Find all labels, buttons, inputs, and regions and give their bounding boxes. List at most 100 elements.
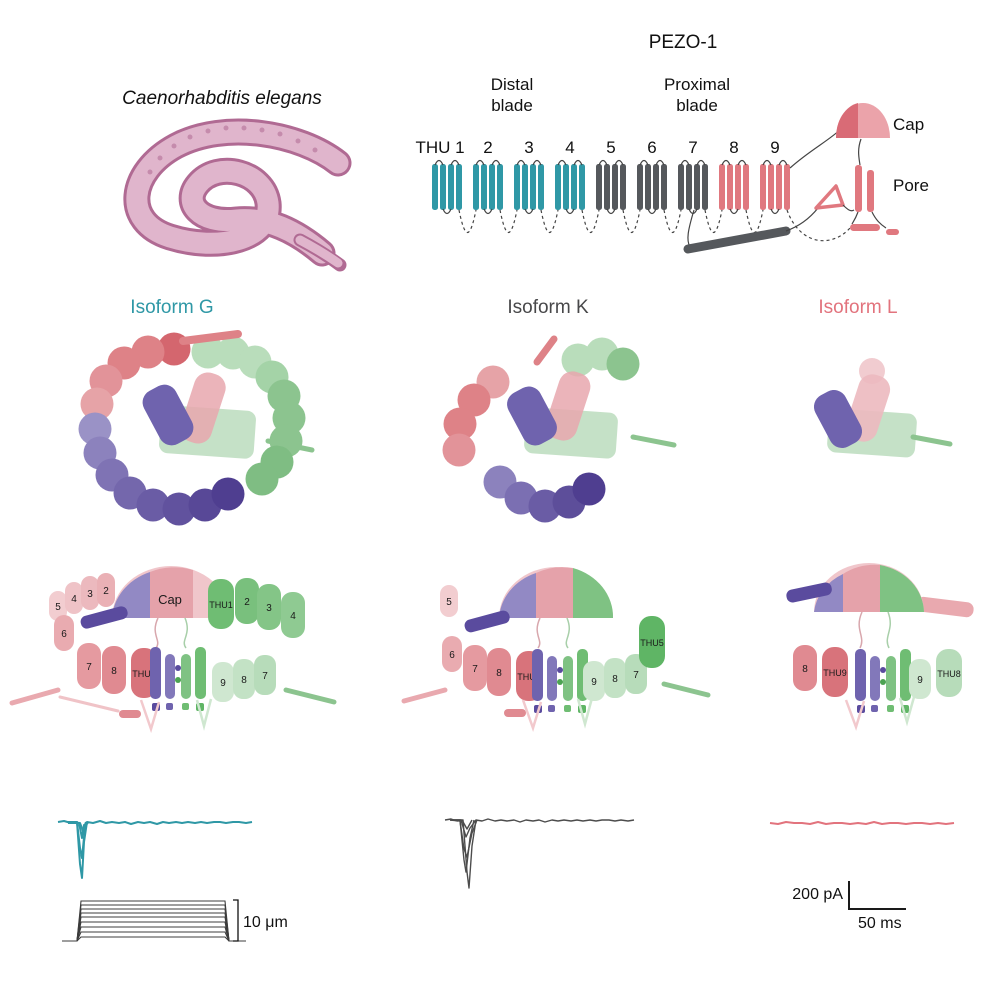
- interbundle-loops: [458, 209, 851, 242]
- scale-bars: [848, 881, 906, 910]
- label-b8: 8: [241, 675, 247, 686]
- proximal-blade-label-line2: blade: [676, 96, 718, 115]
- label-5: 5: [446, 597, 452, 608]
- thu-bundle-8: [719, 164, 749, 210]
- left-arm: [401, 687, 448, 704]
- stimulus-steps: 10 μm: [62, 899, 288, 942]
- green-stick: [630, 434, 677, 448]
- label-8: 8: [802, 664, 808, 675]
- label-r2: 2: [244, 597, 250, 608]
- pore-helices: [850, 165, 899, 235]
- worm-illustration: [123, 118, 352, 272]
- thu1-label: THU 1: [415, 138, 464, 157]
- label-6: 6: [61, 629, 67, 640]
- pore-label: Pore: [893, 176, 929, 195]
- scalebar-group: 200 pA 50 ms: [792, 881, 906, 932]
- green-stick: [910, 434, 953, 447]
- left-arm: [9, 687, 61, 706]
- green-stick: [265, 438, 315, 453]
- thu-bundle-7: [678, 164, 708, 210]
- thu-number-6: 6: [647, 138, 656, 157]
- right-arm: [283, 687, 337, 705]
- label-r3: 3: [266, 603, 272, 614]
- thu-bundle-3: [514, 164, 544, 210]
- purple-rod: [464, 610, 510, 633]
- trace-isoform-g: [57, 820, 253, 879]
- red-rod: [533, 335, 558, 366]
- isoform-g-topview: [78, 330, 315, 526]
- worm-texture-dots: [147, 125, 318, 175]
- label-b9: 9: [591, 677, 597, 688]
- current-scale-label: 200 pA: [792, 886, 843, 903]
- thu-number-8: 8: [729, 138, 738, 157]
- stimulus-scale-bracket: [233, 899, 239, 942]
- thu-number-9: 9: [770, 138, 779, 157]
- isoform-g-title: Isoform G: [130, 297, 213, 318]
- thu-number-7: 7: [688, 138, 697, 157]
- red-rod: [179, 330, 242, 345]
- thu-bundle-9: [760, 164, 790, 210]
- isoform-k-topview: [442, 335, 677, 523]
- thu-bundle-5: [596, 164, 626, 210]
- pore-region: [532, 617, 588, 713]
- label-thu9: THU9: [823, 668, 847, 678]
- isoform-g-sideview: Cap 5 4 3 2 6 7 8 THU9 THU1 2 3 4: [9, 566, 337, 734]
- label-3: 3: [87, 589, 93, 600]
- label-b7: 7: [633, 670, 639, 681]
- distal-blade-label-line2: blade: [491, 96, 533, 115]
- label-thu8: THU8: [937, 669, 961, 679]
- thu-number-3: 3: [524, 138, 533, 157]
- proximal-blade-label-line1: Proximal: [664, 75, 730, 94]
- isoform-k-sideview: 5 6 7 8 THU9 9 8 7 THU5: [401, 567, 711, 732]
- thu-bundle-4: [555, 164, 585, 210]
- purple-rod: [80, 606, 128, 629]
- isoform-l-title: Isoform L: [818, 297, 897, 318]
- label-b8: 8: [612, 674, 618, 685]
- pore-region: [150, 617, 206, 711]
- cap-label: Cap: [893, 115, 924, 134]
- thu-number-4: 4: [565, 138, 574, 157]
- protein-title: PEZO-1: [649, 32, 718, 53]
- right-arm: [661, 681, 711, 698]
- anchor-triangle: [814, 184, 845, 210]
- label-7: 7: [86, 662, 92, 673]
- central-purple-cylinder: [813, 389, 863, 449]
- label-r4: 4: [290, 611, 296, 622]
- label-thu5: THU5: [640, 638, 664, 648]
- isoform-l-sideview: 8 THU9 9 THU8: [786, 563, 974, 731]
- sideview-cap-label: Cap: [158, 592, 182, 607]
- central-pink-beam: [545, 371, 591, 441]
- label-4: 4: [71, 594, 77, 605]
- label-b9: 9: [220, 678, 226, 689]
- label-5: 5: [55, 602, 61, 613]
- thu-number-5: 5: [606, 138, 615, 157]
- thu-bundle-1: [432, 164, 462, 210]
- label-8: 8: [111, 666, 117, 677]
- central-purple-cylinder: [507, 386, 557, 446]
- label-7: 7: [472, 664, 478, 675]
- purple-rod: [786, 582, 832, 603]
- topology-diagram: Distal blade Proximal blade THU 1 2 3 4 …: [415, 75, 929, 254]
- label-thu9: THU9: [517, 672, 541, 682]
- thu-bundle-2: [473, 164, 503, 210]
- label-thu1: THU1: [209, 600, 233, 610]
- label-thu9: THU9: [132, 669, 156, 679]
- label-8: 8: [496, 668, 502, 679]
- salmon-beam: [915, 596, 974, 618]
- isoform-k-title: Isoform K: [507, 297, 589, 318]
- trace-isoform-k: [444, 818, 635, 889]
- distal-blade-label-line1: Distal: [491, 75, 534, 94]
- central-purple-cylinder: [142, 384, 194, 446]
- label-6: 6: [449, 650, 455, 661]
- trace-isoform-l: [769, 821, 955, 825]
- label-b9: 9: [917, 675, 923, 686]
- time-scale-label: 50 ms: [858, 915, 902, 932]
- isoform-l-topview: [813, 358, 953, 458]
- thu-bundle-6: [637, 164, 667, 210]
- stimulus-scale-label: 10 μm: [243, 914, 288, 931]
- pore-region: [855, 611, 911, 713]
- helix-loops: [434, 159, 788, 215]
- organism-name: Caenorhabditis elegans: [122, 88, 322, 109]
